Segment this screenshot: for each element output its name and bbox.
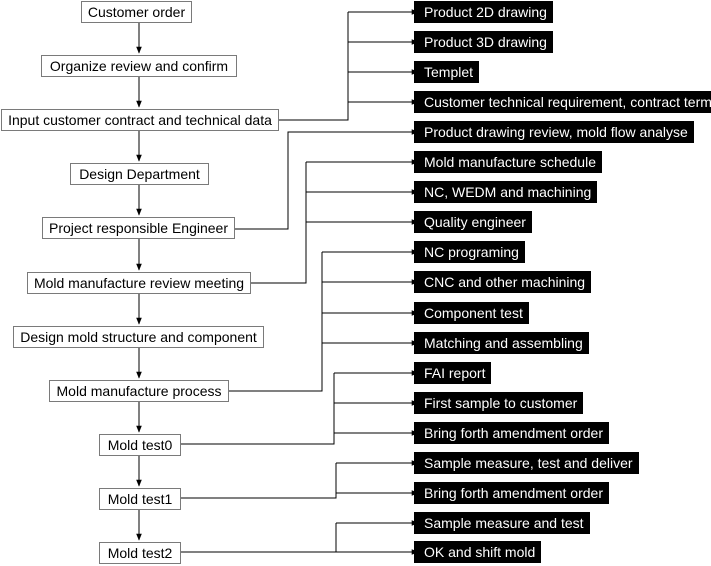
output-cnc-machining: CNC and other machining bbox=[413, 271, 592, 293]
output-nc-programing: NC programing bbox=[414, 241, 525, 263]
step-organize-review: Organize review and confirm bbox=[41, 55, 237, 77]
output-fai-report: FAI report bbox=[413, 362, 492, 384]
step-review-meeting: Mold manufacture review meeting bbox=[27, 272, 251, 294]
output-customer-requirement: Customer technical requirement, contract… bbox=[414, 91, 711, 113]
output-ok-shift-mold: OK and shift mold bbox=[413, 541, 542, 563]
output-nc-wedm-machining: NC, WEDM and machining bbox=[413, 181, 598, 203]
output-matching-assembling: Matching and assembling bbox=[414, 332, 589, 354]
step-input-customer-contract: Input customer contract and technical da… bbox=[1, 109, 279, 131]
step-mold-manufacture-process: Mold manufacture process bbox=[49, 380, 229, 402]
output-templet: Templet bbox=[413, 61, 480, 83]
output-product-3d-drawing: Product 3D drawing bbox=[414, 31, 553, 53]
output-quality-engineer: Quality engineer bbox=[414, 211, 532, 233]
output-drawing-review: Product drawing review, mold flow analys… bbox=[414, 121, 694, 143]
output-manufacture-schedule: Mold manufacture schedule bbox=[414, 151, 602, 173]
step-project-engineer: Project responsible Engineer bbox=[42, 217, 235, 239]
step-customer-order: Customer order bbox=[81, 1, 192, 23]
step-mold-test1: Mold test1 bbox=[99, 488, 181, 510]
step-design-mold-structure: Design mold structure and component bbox=[13, 326, 264, 348]
output-amendment-order-1: Bring forth amendment order bbox=[414, 482, 609, 504]
output-product-2d-drawing: Product 2D drawing bbox=[414, 1, 553, 23]
output-sample-measure-test: Sample measure and test bbox=[414, 512, 590, 534]
output-sample-measure-deliver: Sample measure, test and deliver bbox=[414, 452, 639, 474]
step-mold-test2: Mold test2 bbox=[99, 542, 181, 564]
output-component-test: Component test bbox=[414, 302, 529, 324]
step-design-department: Design Department bbox=[70, 163, 209, 185]
output-first-sample: First sample to customer bbox=[413, 392, 584, 414]
output-amendment-order-0: Bring forth amendment order bbox=[414, 422, 609, 444]
step-mold-test0: Mold test0 bbox=[99, 434, 181, 456]
